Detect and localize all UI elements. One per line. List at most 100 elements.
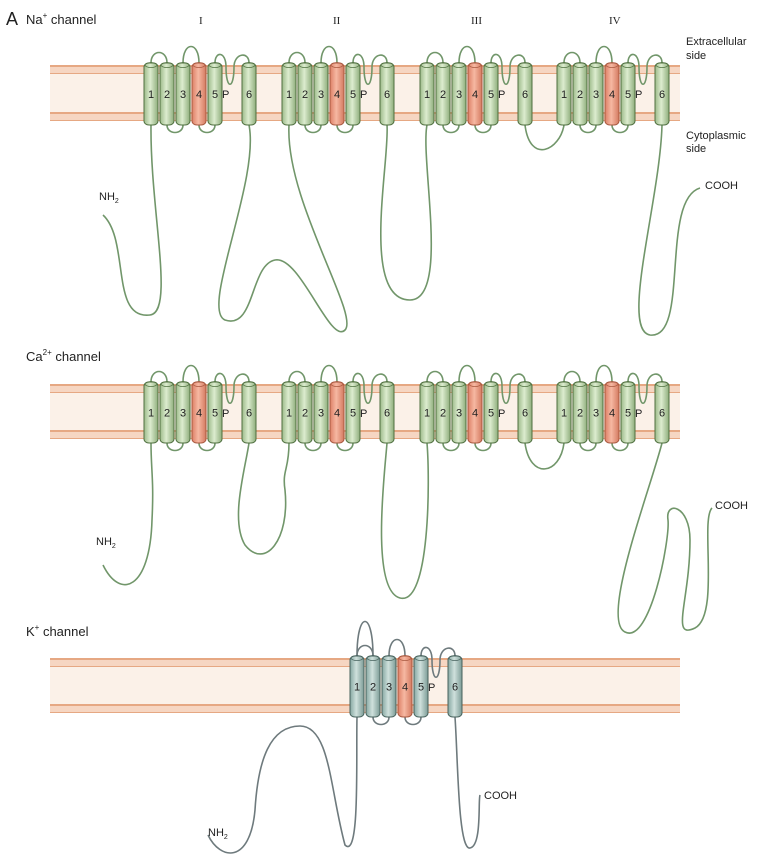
na-channel-title: Na+ channel	[26, 11, 97, 27]
helix-segment-2: 2	[573, 382, 587, 444]
helix-segment-4: 4	[605, 382, 619, 444]
helix-segment-6: 6	[242, 382, 256, 444]
helix-segment-6: 6	[380, 382, 394, 444]
svg-text:6: 6	[659, 89, 665, 101]
k-c-terminus: COOH	[484, 790, 517, 802]
helix-segment-1: 1	[282, 382, 296, 444]
helix-segment-3: 3	[176, 63, 190, 126]
svg-text:2: 2	[370, 682, 376, 694]
svg-text:4: 4	[472, 89, 478, 101]
pore-loop-label: P	[222, 408, 229, 420]
connecting-loop	[167, 125, 183, 133]
helix-segment-2: 2	[366, 656, 380, 718]
svg-text:5: 5	[488, 408, 494, 420]
ca-loop-I-II	[238, 443, 289, 554]
svg-text:3: 3	[318, 408, 324, 420]
helix-segment-4: 4	[468, 63, 482, 126]
membrane-k	[50, 659, 680, 712]
svg-text:4: 4	[472, 408, 478, 420]
domain-label-II: II	[333, 15, 341, 27]
helix-segment-6: 6	[380, 63, 394, 126]
domain-label-IV: IV	[609, 15, 621, 27]
helix-segment-5: 5	[208, 63, 222, 126]
svg-text:3: 3	[180, 89, 186, 101]
svg-text:6: 6	[246, 89, 252, 101]
connecting-loop	[321, 47, 337, 64]
svg-text:1: 1	[424, 408, 430, 420]
k-c-terminal-tail	[455, 717, 480, 848]
pore-loop-label: P	[635, 89, 642, 101]
svg-text:2: 2	[302, 89, 308, 101]
connecting-loop	[564, 372, 580, 383]
svg-text:2: 2	[440, 408, 446, 420]
connecting-loop	[373, 717, 389, 725]
svg-text:1: 1	[561, 408, 567, 420]
svg-text:1: 1	[424, 89, 430, 101]
svg-text:5: 5	[350, 89, 356, 101]
svg-text:2: 2	[440, 89, 446, 101]
connecting-loop	[289, 372, 305, 383]
na-loop-II-III	[381, 125, 432, 300]
connecting-loop	[151, 372, 167, 383]
connecting-loop	[337, 443, 353, 451]
helix-segment-2: 2	[436, 63, 450, 126]
svg-text:6: 6	[659, 408, 665, 420]
na-c-terminal-tail	[639, 125, 700, 335]
svg-text:5: 5	[418, 682, 424, 694]
svg-text:1: 1	[148, 408, 154, 420]
ca-n-terminus: NH2	[96, 536, 116, 550]
connecting-loop	[405, 717, 421, 725]
pore-loop-label: P	[635, 408, 642, 420]
svg-text:1: 1	[286, 408, 292, 420]
loops	[103, 125, 712, 853]
svg-text:4: 4	[196, 408, 202, 420]
ca-n-terminal-tail	[103, 443, 153, 585]
connecting-loop	[596, 47, 612, 64]
svg-text:4: 4	[334, 408, 340, 420]
connecting-loop	[305, 443, 321, 451]
na-loop-III-IV	[525, 125, 564, 150]
svg-text:4: 4	[609, 408, 615, 420]
svg-text:2: 2	[577, 408, 583, 420]
helix-segment-1: 1	[144, 63, 158, 126]
ca-c-terminal-tail	[618, 443, 712, 633]
svg-text:4: 4	[334, 89, 340, 101]
helix-segment-2: 2	[160, 63, 174, 126]
svg-text:5: 5	[350, 408, 356, 420]
helix-segment-2: 2	[573, 63, 587, 126]
svg-text:1: 1	[148, 89, 154, 101]
helix-segment-3: 3	[176, 382, 190, 444]
connecting-loop	[580, 443, 596, 451]
svg-text:3: 3	[386, 682, 392, 694]
connecting-loop	[612, 443, 628, 451]
pore-loop-label: P	[498, 89, 505, 101]
svg-text:3: 3	[456, 89, 462, 101]
svg-text:2: 2	[577, 89, 583, 101]
helix-segment-1: 1	[557, 382, 571, 444]
svg-text:3: 3	[180, 408, 186, 420]
pore-loop-label: P	[360, 89, 367, 101]
connecting-loop	[183, 47, 199, 64]
connecting-loop	[427, 372, 443, 383]
na-n-terminal-tail	[103, 125, 161, 315]
connecting-loop	[321, 366, 337, 383]
helix-segment-5: 5	[484, 63, 498, 126]
helix-segment-2: 2	[298, 63, 312, 126]
helix-segment-6: 6	[448, 656, 462, 718]
helix-segment-3: 3	[314, 382, 328, 444]
svg-text:4: 4	[609, 89, 615, 101]
pore-loop-label: P	[360, 408, 367, 420]
connecting-loop	[389, 640, 405, 657]
svg-text:5: 5	[212, 89, 218, 101]
helix-segment-4: 4	[398, 656, 412, 718]
helix-segment-2: 2	[160, 382, 174, 444]
extracellular-side-label: side	[686, 50, 706, 62]
connecting-loop	[167, 443, 183, 451]
helix-segment-6: 6	[518, 63, 532, 126]
svg-text:4: 4	[402, 682, 408, 694]
svg-text:1: 1	[286, 89, 292, 101]
figure-letter: A	[6, 9, 18, 29]
connecting-loop	[475, 443, 491, 451]
helix-segment-3: 3	[452, 63, 466, 126]
connecting-loop	[199, 125, 215, 133]
